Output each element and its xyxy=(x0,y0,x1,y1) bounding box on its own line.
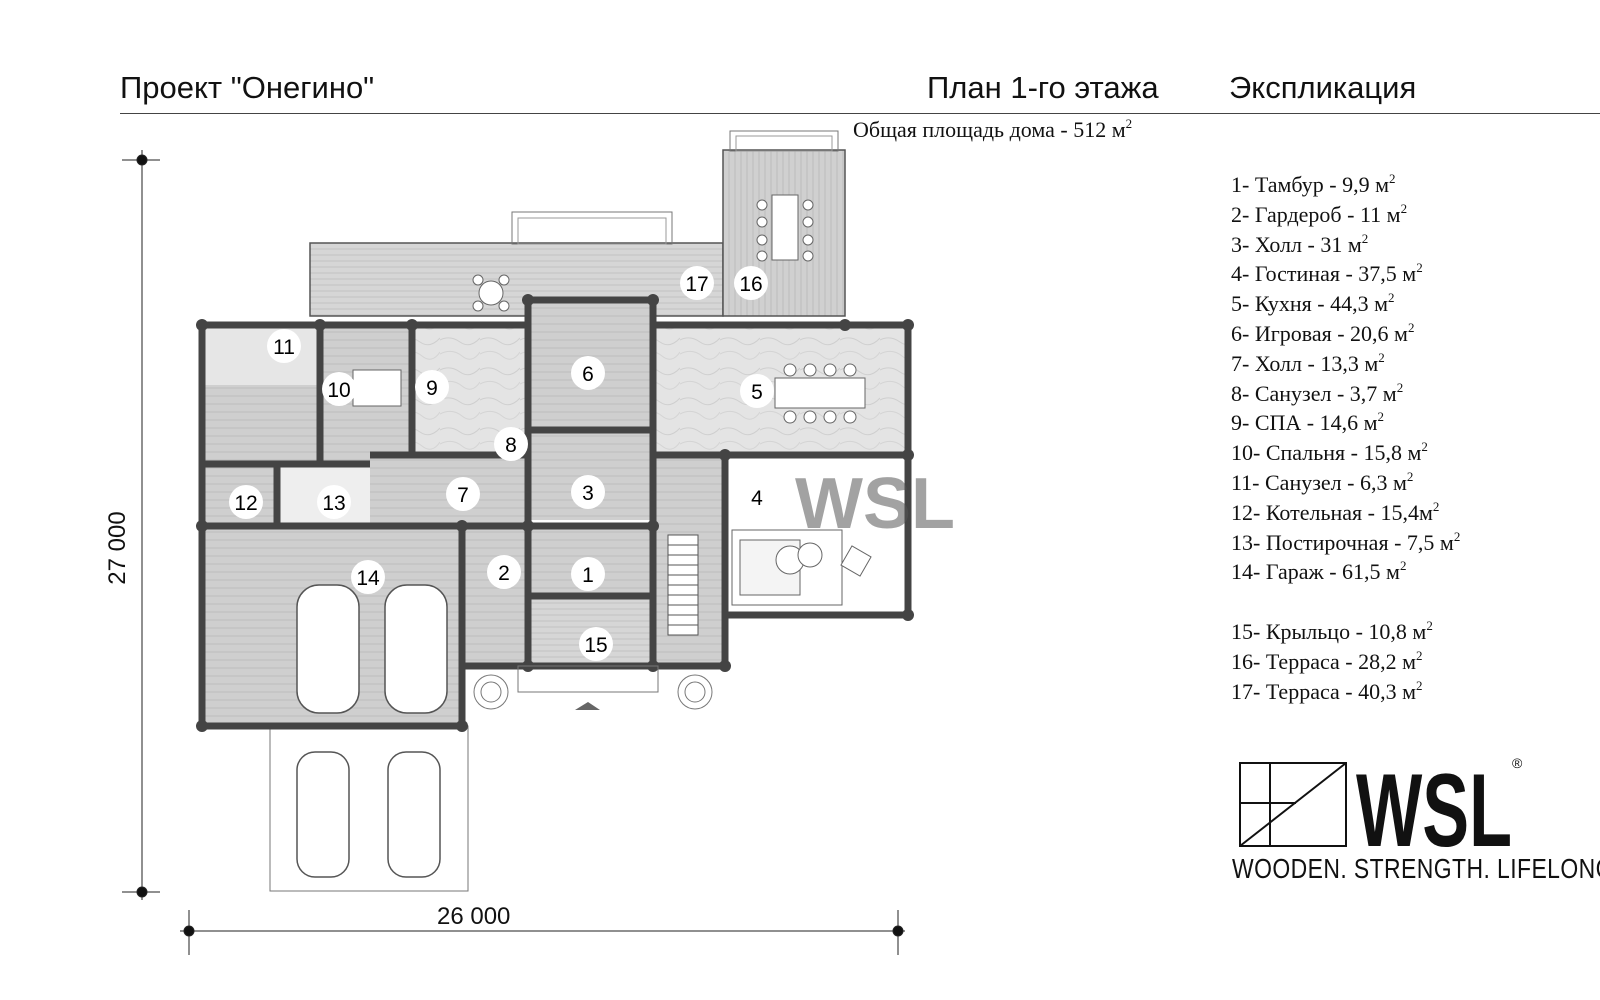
legend-item: 17- Терраса - 40,3 м2 xyxy=(1231,677,1423,704)
room-label-4: 4 xyxy=(740,480,774,514)
svg-text:5: 5 xyxy=(751,381,763,404)
wsl-logo: WSL ® xyxy=(1239,753,1523,869)
legend-item: 5- Кухня - 44,3 м2 xyxy=(1231,290,1395,317)
bed xyxy=(352,369,402,407)
legend-item: 2- Гардероб - 11 м2 xyxy=(1231,200,1408,227)
legend-item: 8- Санузел - 3,7 м2 xyxy=(1231,379,1404,406)
svg-text:17: 17 xyxy=(685,273,708,296)
dining-table-kitchen xyxy=(774,363,866,424)
legend-item: 14- Гараж - 61,5 м2 xyxy=(1231,558,1407,585)
legend-item: 7- Холл - 13,3 м2 xyxy=(1231,349,1385,376)
svg-text:10: 10 xyxy=(327,379,350,402)
svg-text:12: 12 xyxy=(234,492,257,515)
wsl-watermark: WSL xyxy=(795,464,955,544)
legend-item: 10- Спальня - 15,8 м2 xyxy=(1231,439,1428,466)
tree-icons xyxy=(473,674,713,710)
room-label-10: 10 xyxy=(322,372,356,406)
room-label-3: 3 xyxy=(571,475,605,509)
svg-text:6: 6 xyxy=(582,363,594,386)
room-label-13: 13 xyxy=(317,485,351,519)
legend-item: 12- Котельная - 15,4м2 xyxy=(1231,498,1440,525)
header-rule xyxy=(120,113,1600,114)
legend-item: 3- Холл - 31 м2 xyxy=(1231,230,1369,257)
room-label-17: 17 xyxy=(680,266,714,300)
legend-item: 9- СПА - 14,6 м2 xyxy=(1231,409,1385,436)
room-label-16: 16 xyxy=(734,266,768,300)
logo-mark xyxy=(1239,762,1347,847)
cars xyxy=(296,584,448,878)
stairs xyxy=(667,534,699,636)
room-labels: 1 2 3 4 5 6 7 8 9 10 11 12 13 14 15 16 1… xyxy=(229,266,774,661)
living-sofa xyxy=(731,529,872,606)
legend-item: 16- Терраса - 28,2 м2 xyxy=(1231,647,1423,674)
plan-title: План 1-го этажа xyxy=(927,70,1159,105)
legend-title: Экспликация xyxy=(1229,70,1417,105)
legend-item: 15- Крыльцо - 10,8 м2 xyxy=(1231,618,1433,645)
entrance-arrow xyxy=(575,702,600,710)
legend-item: 11- Санузел - 6,3 м2 xyxy=(1231,468,1414,495)
legend-list: 1- Тамбур - 9,9 м2 2- Гардероб - 11 м2 3… xyxy=(1231,170,1460,707)
svg-text:15: 15 xyxy=(584,634,607,657)
svg-text:3: 3 xyxy=(582,482,594,505)
total-area: Общая площадь дома - 512 м2 xyxy=(853,116,1133,142)
svg-text:8: 8 xyxy=(505,434,517,457)
room-label-15: 15 xyxy=(579,627,613,661)
svg-text:9: 9 xyxy=(426,377,438,400)
svg-text:16: 16 xyxy=(739,273,762,296)
room-label-9: 9 xyxy=(415,370,449,404)
svg-text:1: 1 xyxy=(582,564,594,587)
entrance-steps xyxy=(517,665,659,693)
round-table xyxy=(472,274,510,312)
room-label-5: 5 xyxy=(740,374,774,408)
room-label-6: 6 xyxy=(571,356,605,390)
dimension-width-label: 26 000 xyxy=(437,903,511,930)
logo-tagline: WOODEN. STRENGTH. LIFELONG. xyxy=(1232,853,1600,884)
legend-item: 6- Игровая - 20,6 м2 xyxy=(1231,319,1415,346)
svg-text:14: 14 xyxy=(356,567,380,590)
svg-text:2: 2 xyxy=(498,562,510,585)
svg-text:7: 7 xyxy=(457,484,469,507)
project-title: Проект "Онегино" xyxy=(120,70,375,105)
log-corners xyxy=(196,294,914,732)
svg-text:11: 11 xyxy=(273,336,295,359)
legend-item: 4- Гостиная - 37,5 м2 xyxy=(1231,260,1423,287)
logo-registered: ® xyxy=(1512,755,1523,771)
logo-wordmark: WSL xyxy=(1356,753,1512,869)
room-label-8: 8 xyxy=(494,427,528,461)
legend-item: 1- Тамбур - 9,9 м2 xyxy=(1231,171,1396,197)
terrace-17 xyxy=(309,211,724,317)
dining-table-terrace xyxy=(756,194,814,262)
svg-text:13: 13 xyxy=(322,492,345,515)
room-label-11: 11 xyxy=(267,329,301,363)
room-label-12: 12 xyxy=(229,485,263,519)
dimension-lines xyxy=(122,150,905,955)
room-label-1: 1 xyxy=(571,557,605,591)
legend-item: 13- Постирочная - 7,5 м2 xyxy=(1231,528,1461,555)
room-label-7: 7 xyxy=(446,477,480,511)
room-label-2: 2 xyxy=(487,555,521,589)
svg-text:4: 4 xyxy=(751,487,763,510)
room-label-14: 14 xyxy=(351,560,385,594)
